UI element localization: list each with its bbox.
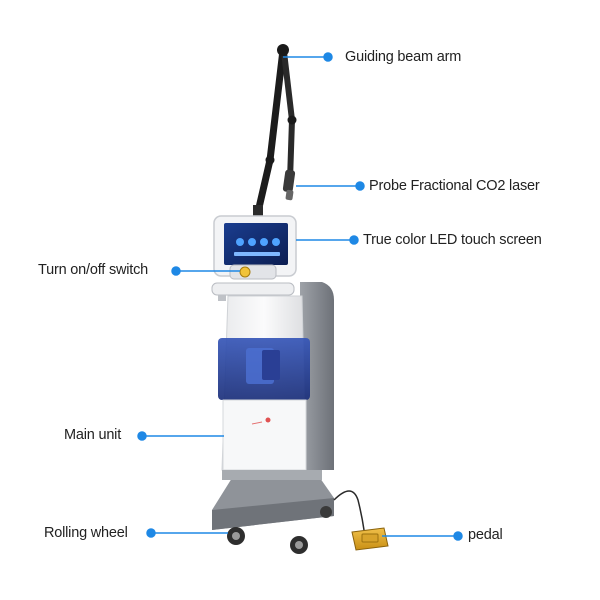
label-probe-laser: Probe Fractional CO2 laser bbox=[369, 178, 540, 194]
label-pedal: pedal bbox=[468, 527, 503, 543]
label-power-switch: Turn on/off switch bbox=[38, 262, 149, 278]
pedal-cable bbox=[333, 490, 365, 531]
rolling-wheels bbox=[227, 506, 332, 554]
callout-lines bbox=[137, 52, 463, 541]
probe-handpiece bbox=[282, 169, 296, 201]
arm-base-post bbox=[253, 205, 263, 221]
label-guiding-beam-arm: Guiding beam arm bbox=[345, 49, 462, 65]
side-column bbox=[300, 282, 334, 470]
articulated-arm bbox=[254, 44, 297, 216]
label-main-unit: Main unit bbox=[64, 427, 122, 443]
machine-base bbox=[212, 470, 334, 530]
power-switch bbox=[229, 264, 277, 280]
main-unit-body bbox=[218, 295, 310, 471]
label-rolling-wheel: Rolling wheel bbox=[44, 525, 128, 541]
label-touch-screen: True color LED touch screen bbox=[363, 232, 542, 248]
foot-pedal bbox=[351, 527, 389, 551]
